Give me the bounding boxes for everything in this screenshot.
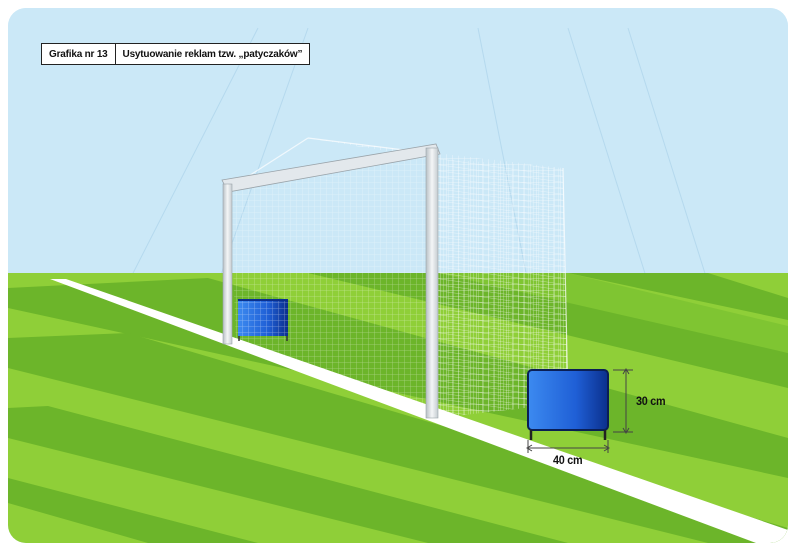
pitch-scene: [8, 8, 788, 543]
advertising-board-rear: [238, 300, 288, 341]
figure-number: Grafika nr 13: [42, 44, 116, 64]
height-label: 30 cm: [636, 394, 665, 408]
figure-title: Usytuowanie reklam tzw. „patyczaków”: [116, 44, 310, 64]
width-label: 40 cm: [553, 453, 582, 467]
advertising-board-front: [528, 370, 608, 440]
figure-caption: Grafika nr 13 Usytuowanie reklam tzw. „p…: [41, 43, 310, 65]
illustration-frame: Grafika nr 13 Usytuowanie reklam tzw. „p…: [8, 8, 788, 543]
